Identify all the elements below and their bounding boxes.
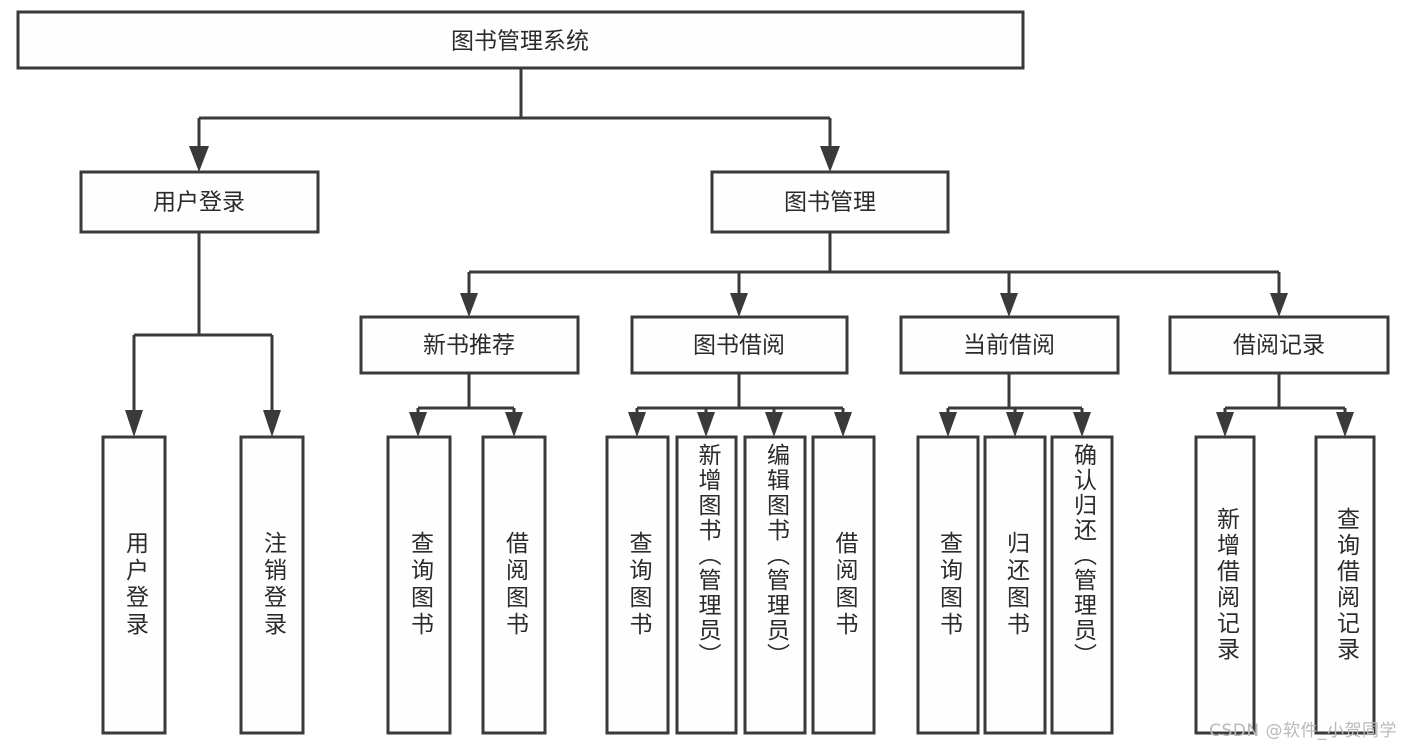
- connectors-layer: [125, 68, 1354, 437]
- leaf-bb-edit-book-box[interactable]: [743, 435, 807, 735]
- arrow-leaf-edit-book: [765, 412, 783, 437]
- leaf-cb-query-book[interactable]: [916, 435, 980, 735]
- node-user-login-box[interactable]: [79, 170, 320, 234]
- node-user-login-label: 用户登录: [153, 190, 245, 216]
- leaf-nb-borrow-book-box[interactable]: [481, 435, 547, 735]
- leaf-nodes-layer: [101, 435, 1376, 735]
- leaf-user-login[interactable]: [101, 435, 167, 735]
- leaf-nb-query-book[interactable]: [386, 435, 452, 735]
- node-borrow-record-box[interactable]: [1168, 315, 1390, 375]
- arrow-leaf-user-login: [125, 410, 143, 437]
- arrow-to-book-borrow: [730, 293, 748, 317]
- arrow-leaf-confirm-return: [1073, 412, 1091, 437]
- leaf-br-query-record-box[interactable]: [1314, 435, 1376, 735]
- node-book-borrow[interactable]: 图书借阅: [630, 315, 849, 375]
- leaf-nb-borrow-book-label: 借阅图书: [501, 531, 528, 639]
- arrow-leaf-query-record: [1336, 412, 1354, 437]
- arrow-leaf-query-book-2: [628, 412, 646, 437]
- leaf-br-add-record[interactable]: [1194, 435, 1256, 735]
- arrow-to-user-login: [189, 146, 209, 172]
- arrow-leaf-logout: [263, 410, 281, 437]
- node-new-book-recommend-label: 新书推荐: [423, 333, 515, 359]
- node-current-borrow-box[interactable]: [899, 315, 1120, 375]
- leaf-nb-query-book-label: 查询图书: [406, 531, 433, 639]
- leaf-nb-query-book-box[interactable]: [386, 435, 452, 735]
- leaf-bb-borrow-book-box[interactable]: [811, 435, 876, 735]
- arrow-leaf-query-book-1: [409, 412, 427, 437]
- leaf-bb-add-book[interactable]: [675, 435, 738, 735]
- leaf-cb-query-book-box[interactable]: [916, 435, 980, 735]
- leaf-cb-confirm-return-box[interactable]: [1050, 435, 1114, 735]
- leaf-cb-confirm-return-label: 确认归还（管理员）: [1069, 443, 1096, 668]
- arrow-to-borrow-record: [1270, 293, 1288, 317]
- leaf-cb-return-book[interactable]: [983, 435, 1047, 735]
- leaf-bb-borrow-book-label: 借阅图书: [831, 531, 857, 639]
- node-borrow-record[interactable]: 借阅记录: [1168, 315, 1390, 375]
- leaf-logout[interactable]: [239, 435, 305, 735]
- leaf-logout-label: 注销登录: [259, 531, 286, 639]
- leaf-bb-edit-book[interactable]: [743, 435, 807, 735]
- leaf-user-login-label: 用户登录: [121, 531, 148, 639]
- arrow-to-current-borrow: [1000, 293, 1018, 317]
- arrow-leaf-borrow-book-1: [505, 412, 523, 437]
- node-new-book-recommend-box[interactable]: [359, 315, 580, 375]
- arrow-to-new-book: [460, 293, 478, 317]
- node-book-manage[interactable]: 图书管理: [710, 170, 950, 234]
- leaf-user-login-box[interactable]: [101, 435, 167, 735]
- leaf-br-query-record[interactable]: [1314, 435, 1376, 735]
- leaf-cb-return-book-box[interactable]: [983, 435, 1047, 735]
- leaf-br-add-record-label: 新增借阅记录: [1212, 507, 1239, 663]
- leaf-bb-add-book-box[interactable]: [675, 435, 738, 735]
- node-book-borrow-label: 图书借阅: [693, 333, 785, 359]
- node-root-box[interactable]: [16, 10, 1025, 70]
- leaf-cb-query-book-label: 查询图书: [935, 531, 962, 639]
- node-root-label: 图书管理系统: [451, 29, 589, 55]
- arrow-leaf-add-book: [697, 412, 715, 437]
- leaf-br-query-record-label: 查询借阅记录: [1332, 507, 1359, 663]
- leaf-logout-box[interactable]: [239, 435, 305, 735]
- node-book-borrow-box[interactable]: [630, 315, 849, 375]
- leaf-nb-borrow-book[interactable]: [481, 435, 547, 735]
- leaf-bb-query-book[interactable]: [605, 435, 670, 735]
- leaf-cb-confirm-return[interactable]: [1050, 435, 1114, 735]
- node-new-book-recommend[interactable]: 新书推荐: [359, 315, 580, 375]
- node-user-login[interactable]: 用户登录: [79, 170, 320, 234]
- node-current-borrow-label: 当前借阅: [963, 333, 1055, 359]
- arrow-to-book-manage: [820, 146, 840, 172]
- node-current-borrow[interactable]: 当前借阅: [899, 315, 1120, 375]
- node-borrow-record-label: 借阅记录: [1233, 333, 1325, 359]
- leaf-bb-query-book-label: 查询图书: [625, 531, 651, 639]
- leaf-bb-add-book-label: 新增图书（管理员）: [694, 443, 720, 668]
- arrow-leaf-query-book-3: [939, 412, 957, 437]
- arrow-leaf-borrow-book-2: [834, 412, 852, 437]
- leaf-br-add-record-box[interactable]: [1194, 435, 1256, 735]
- leaf-cb-return-book-label: 归还图书: [1002, 531, 1029, 639]
- leaf-bb-edit-book-label: 编辑图书（管理员）: [762, 443, 789, 668]
- arrow-leaf-return-book: [1006, 412, 1024, 437]
- leaf-bb-borrow-book[interactable]: [811, 435, 876, 735]
- leaf-bb-query-book-box[interactable]: [605, 435, 670, 735]
- node-root[interactable]: 图书管理系统: [16, 10, 1025, 70]
- node-book-manage-box[interactable]: [710, 170, 950, 234]
- arrow-leaf-add-record: [1216, 412, 1234, 437]
- node-book-manage-label: 图书管理: [784, 190, 876, 216]
